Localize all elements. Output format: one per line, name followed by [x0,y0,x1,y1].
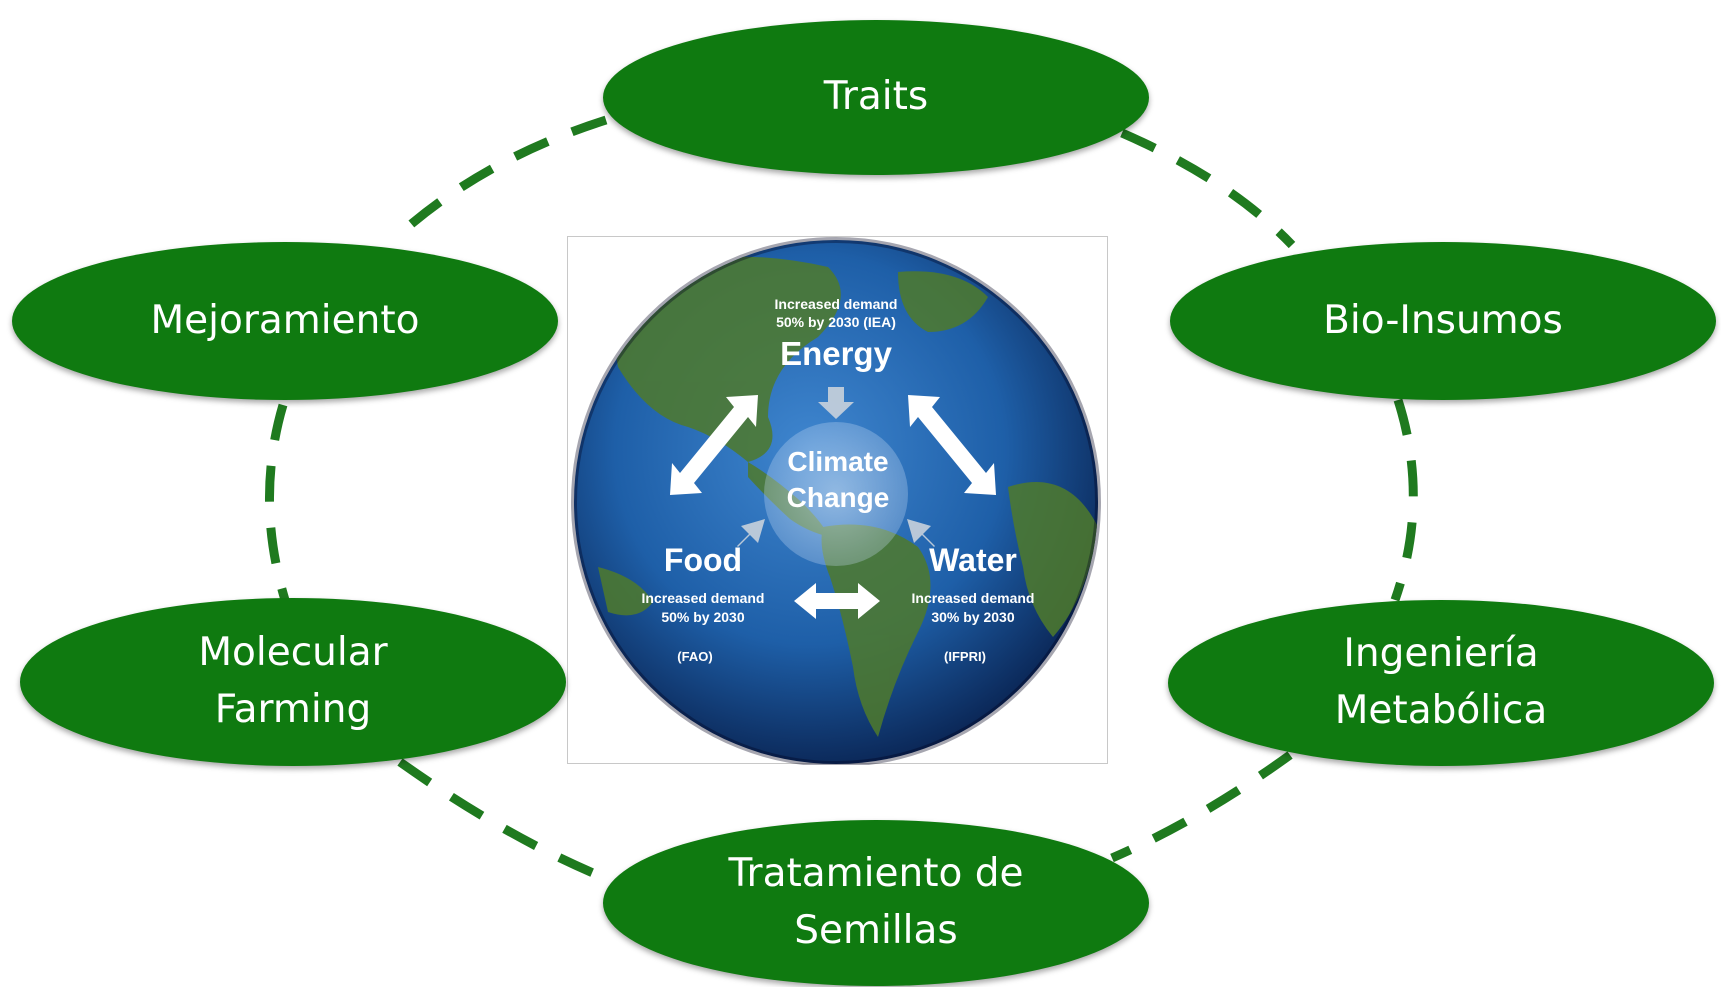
node-bio-insumos[interactable]: Bio-Insumos [1170,242,1716,400]
node-ingenieria-metabolica-line1: Ingeniería [1343,631,1539,677]
land-north-america [614,256,841,462]
inward-arrow-water [907,519,935,547]
water-demand-line1: Increased demand [912,590,1035,606]
food-demand-line1: Increased demand [642,590,765,606]
energy-demand-line1: Increased demand [775,296,898,312]
climate-change-globe: Increased demand 50% by 2030 (IEA) Energ… [571,237,1101,765]
connector-mejoramiento-molecular [264,403,290,602]
land-africa [1008,482,1098,637]
node-mejoramiento-label: Mejoramiento [150,297,420,343]
climate-change-circle [764,422,908,566]
climate-line2: Change [787,482,890,513]
connector-bio-ingenieria [1390,398,1418,602]
node-molecular-farming-line2: Farming [214,687,372,732]
node-traits-label: Traits [823,74,929,120]
connector-traits-mejoramiento [389,115,608,244]
arrow-energy-food [670,395,758,495]
node-molecular-farming-line1: Molecular [198,630,388,676]
node-tratamiento-semillas[interactable]: Tratamiento de Semillas [603,820,1149,986]
node-traits[interactable]: Traits [603,20,1149,175]
energy-title: Energy [780,335,893,372]
globe-landmasses [598,256,1098,737]
food-title: Food [664,542,742,578]
climate-line1: Climate [787,446,888,477]
water-title: Water [929,542,1017,578]
node-tratamiento-semillas-line1: Tratamiento de [728,851,1024,897]
node-ingenieria-metabolica[interactable]: Ingeniería Metabólica [1168,600,1714,766]
water-demand-line2: 30% by 2030 [931,609,1014,625]
land-pacific-islands [598,567,653,616]
connector-ingenieria-tratamiento [1110,751,1293,863]
energy-demand-line2: 50% by 2030 (IEA) [776,314,896,330]
node-bio-insumos-label: Bio-Insumos [1323,297,1563,343]
inward-arrow-energy [818,387,854,419]
land-south-america [821,524,931,737]
inward-arrow-food [737,519,765,547]
node-molecular-farming[interactable]: Molecular Farming [20,598,566,766]
node-ingenieria-metabolica-line2: Metabólica [1334,688,1548,733]
arrow-food-water [794,583,880,619]
land-greenland [898,271,988,332]
white-arrows [670,395,996,619]
connector-traits-bio [1120,128,1296,249]
node-mejoramiento[interactable]: Mejoramiento [12,242,558,400]
arrow-energy-water [908,395,996,495]
food-source: (FAO) [677,649,712,664]
water-source: (IFPRI) [944,649,986,664]
food-demand-line2: 50% by 2030 [661,609,744,625]
inward-arrows [737,387,935,547]
node-tratamiento-semillas-line2: Semillas [794,908,958,953]
connector-molecular-tratamiento [397,758,612,885]
globe-image: Increased demand 50% by 2030 (IEA) Energ… [567,236,1108,765]
